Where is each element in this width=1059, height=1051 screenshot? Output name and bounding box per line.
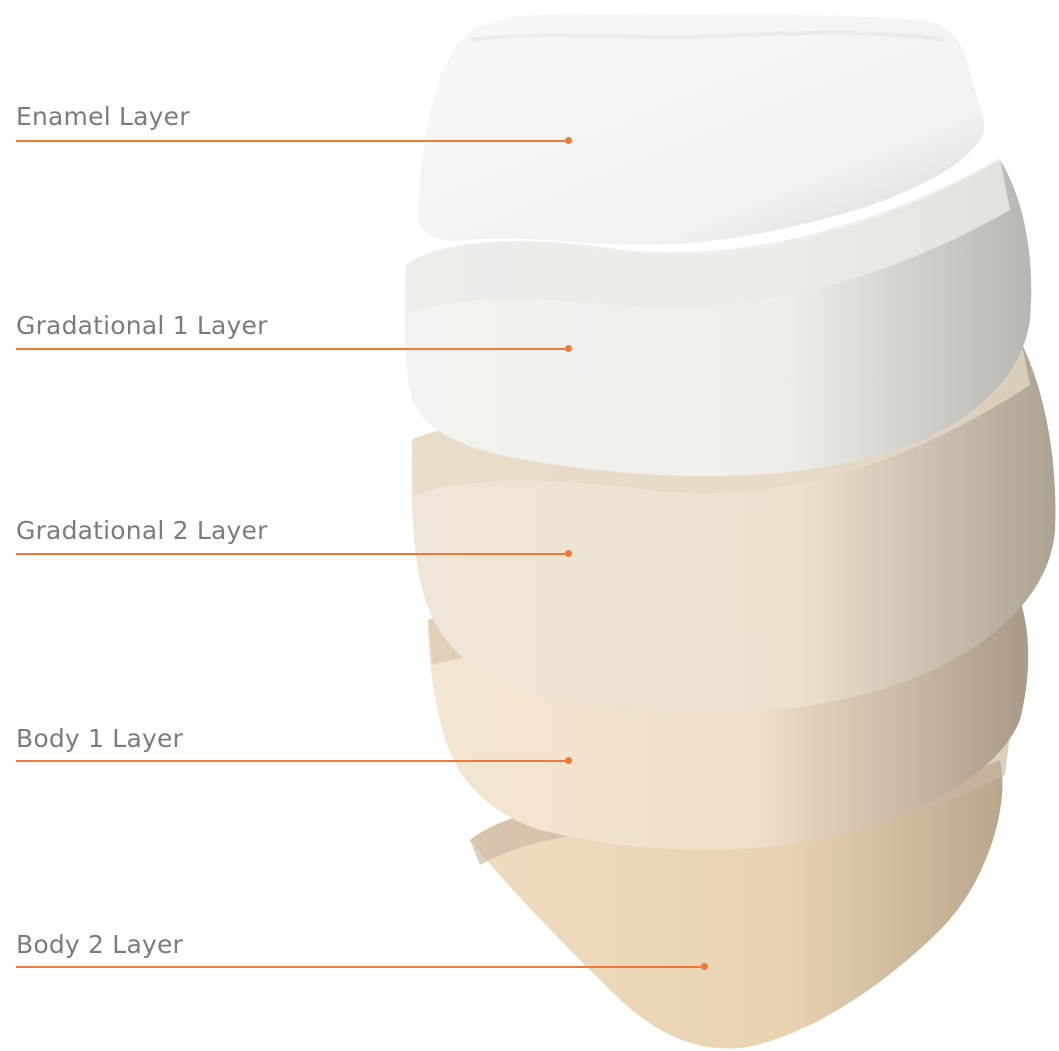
gradational-2-layer-leader bbox=[16, 553, 568, 555]
body-2-layer-label: Body 2 Layer bbox=[16, 930, 183, 960]
body-2-layer-leader bbox=[16, 966, 704, 968]
body-1-layer-leader bbox=[16, 760, 568, 762]
gradational-1-layer-dot bbox=[565, 345, 572, 352]
enamel-layer-label: Enamel Layer bbox=[16, 102, 190, 132]
gradational-1-layer-label: Gradational 1 Layer bbox=[16, 311, 268, 341]
enamel-layer-leader bbox=[16, 140, 568, 142]
body-1-layer-dot bbox=[565, 757, 572, 764]
gradational-2-layer-label: Gradational 2 Layer bbox=[16, 516, 268, 546]
body-1-layer-label: Body 1 Layer bbox=[16, 724, 183, 754]
body-2-layer-dot bbox=[701, 963, 708, 970]
gradational-2-layer-dot bbox=[565, 550, 572, 557]
gradational-1-layer-leader bbox=[16, 348, 568, 350]
enamel-layer-dot bbox=[565, 137, 572, 144]
